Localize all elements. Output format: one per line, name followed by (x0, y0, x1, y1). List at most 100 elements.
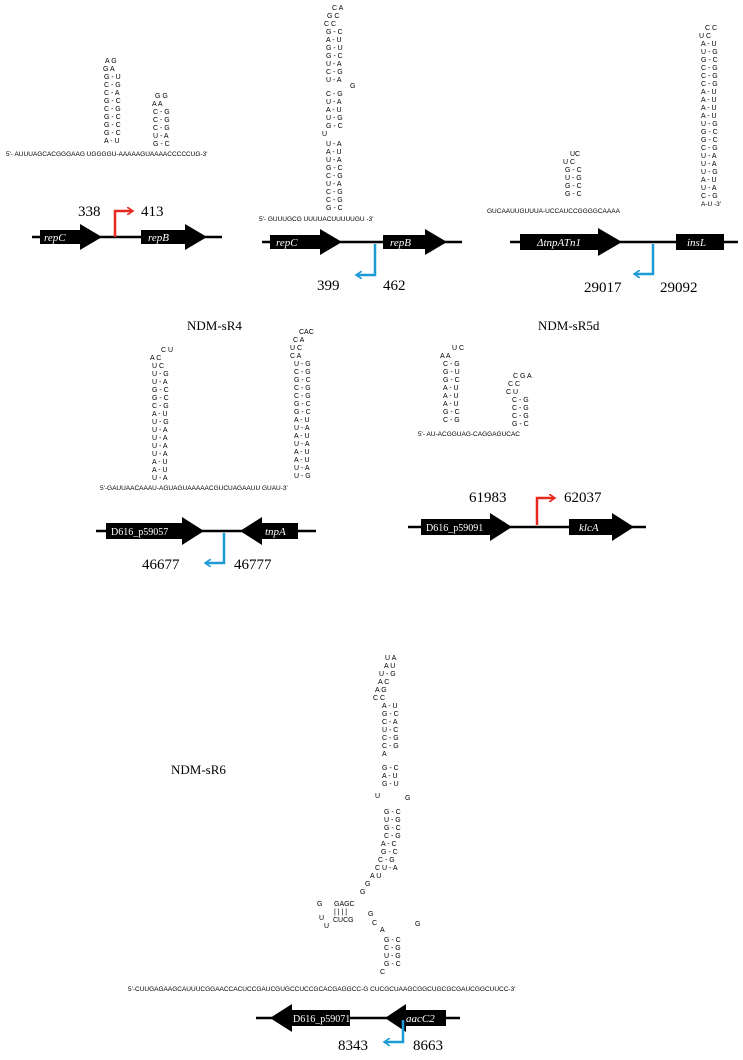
svg-text:G - C: G - C (294, 377, 311, 384)
svg-text:U - G: U - G (294, 473, 311, 480)
svg-text:G - C: G - C (104, 122, 121, 129)
svg-text:G - C: G - C (565, 191, 582, 198)
svg-text:G: G (350, 83, 355, 90)
svg-text:C - G: C - G (701, 73, 718, 80)
svg-text:U: U (375, 793, 380, 800)
svg-text:C U: C U (506, 389, 518, 396)
svg-text:U - G: U - G (152, 419, 169, 426)
svg-text:C - G: C - G (153, 109, 170, 116)
svg-text:CAC: CAC (299, 329, 314, 336)
hairpin-6-main: U A A U U - G A C A G C C A - U G - C C … (360, 655, 420, 976)
svg-text:A G: A G (375, 687, 387, 694)
svg-text:G: G (317, 901, 322, 908)
svg-text:G: G (415, 921, 420, 928)
svg-text:A U: A U (384, 663, 395, 670)
svg-text:A - U: A - U (382, 773, 398, 780)
svg-text:C - G: C - G (443, 361, 460, 368)
hairpin-3b: C C U C A - U U - G G - C C - G C - G C … (699, 25, 718, 200)
svg-text:G - C: G - C (384, 809, 401, 816)
svg-text:GAGC: GAGC (334, 901, 355, 908)
svg-text:C - A: C - A (382, 719, 398, 726)
label-sR5d: NDM-sR5d (538, 318, 600, 333)
promoter-forward-arrow (535, 498, 554, 525)
svg-text:C - G: C - G (701, 65, 718, 72)
sequence-4: 5'-GAUUAACAAAU-AGUAGUAAAAACGUCUAGAAUU GU… (100, 485, 288, 492)
svg-text:G C: G C (327, 13, 339, 20)
svg-text:A A: A A (152, 101, 163, 108)
svg-text:G - C: G - C (384, 961, 401, 968)
svg-text:C - G: C - G (326, 197, 343, 204)
svg-text:G - C: G - C (512, 421, 529, 428)
svg-text:C - G: C - G (104, 106, 121, 113)
svg-text:U - A: U - A (326, 61, 342, 68)
svg-text:U - G: U - G (326, 115, 343, 122)
svg-text:A: A (382, 751, 387, 758)
gene-label: repB (390, 237, 411, 249)
svg-text:C G A: C G A (513, 373, 532, 380)
svg-text:U - A: U - A (153, 133, 169, 140)
gene-label: tnpA (265, 526, 286, 538)
svg-text:G - C: G - C (384, 937, 401, 944)
panel-1: A G G A G - U C - G C - A G - C C - G G … (6, 58, 222, 250)
svg-text:G - C: G - C (565, 183, 582, 190)
panel-6: U A A U U - G A C A G C C A - U G - C C … (128, 655, 515, 1054)
hairpin-1a: A G G A G - U C - G C - A G - C C - G G … (103, 58, 121, 145)
svg-text:CUCG: CUCG (333, 917, 354, 924)
svg-text:C C: C C (508, 381, 520, 388)
coord-end: 29092 (660, 280, 698, 296)
svg-text:G - C: G - C (382, 711, 399, 718)
coord-end: 8663 (413, 1038, 443, 1054)
svg-text:C U - A: C U - A (375, 865, 398, 872)
svg-text:C A: C A (332, 5, 344, 12)
gene-arrow (383, 229, 447, 255)
svg-text:C - G: C - G (326, 91, 343, 98)
svg-text:C - G: C - G (326, 69, 343, 76)
promoter-forward-arrow (113, 211, 132, 237)
svg-text:A - U: A - U (152, 459, 168, 466)
svg-text:U - G: U - G (701, 49, 718, 56)
svg-text:U - A: U - A (294, 441, 310, 448)
svg-text:C - G: C - G (153, 117, 170, 124)
svg-text:G - C: G - C (443, 377, 460, 384)
panel-2: C A G C C C G - C A - U G - U G - C U - … (259, 5, 462, 294)
gene-label: aacC2 (406, 1013, 435, 1025)
svg-text:C - G: C - G (512, 413, 529, 420)
svg-text:A U: A U (370, 873, 381, 880)
svg-text:A G: A G (105, 58, 117, 65)
svg-text:C - G: C - G (384, 945, 401, 952)
label-sR4: NDM-sR4 (187, 318, 242, 333)
coord-start: 61983 (469, 490, 507, 506)
hairpin-5a: U C A A C - G G - U G - C A - U A - U A … (440, 345, 464, 424)
svg-text:C: C (380, 969, 385, 976)
svg-text:U - C: U - C (382, 727, 398, 734)
svg-text:G - C: G - C (326, 205, 343, 212)
svg-text:U - A: U - A (326, 99, 342, 106)
gene-arrow (40, 224, 102, 250)
gene-arrow (520, 228, 622, 256)
svg-text:G - C: G - C (384, 825, 401, 832)
svg-text:G - C: G - C (326, 123, 343, 130)
svg-text:U C: U C (152, 363, 164, 370)
svg-text:C - A: C - A (104, 90, 120, 97)
svg-text:A - U: A - U (701, 177, 717, 184)
svg-text:C - G: C - G (378, 857, 395, 864)
svg-text:U A: U A (385, 655, 397, 662)
coord-start: 46677 (142, 557, 180, 573)
svg-text:U - A: U - A (326, 77, 342, 84)
svg-text:A - U: A - U (382, 703, 398, 710)
svg-text:U - G: U - G (701, 121, 718, 128)
panel-4: C U A C U C U - G U - A G - C G - C C - … (96, 329, 316, 573)
panel-5: U C A A C - G G - U G - C A - U A - U A … (408, 345, 646, 541)
svg-text:U - G: U - G (294, 361, 311, 368)
svg-text:A - U: A - U (294, 417, 310, 424)
svg-text:C U: C U (161, 347, 173, 354)
svg-text:A - U: A - U (294, 457, 310, 464)
gene-arrow (421, 513, 512, 541)
svg-text:U - A: U - A (701, 185, 717, 192)
svg-text:C - G: C - G (512, 397, 529, 404)
svg-text:C - G: C - G (701, 81, 718, 88)
coord-start: 338 (78, 204, 101, 220)
svg-text:G - C: G - C (294, 409, 311, 416)
hairpin-4a: C U A C U C U - G U - A G - C G - C C - … (150, 347, 173, 482)
svg-text:U - G: U - G (384, 817, 401, 824)
